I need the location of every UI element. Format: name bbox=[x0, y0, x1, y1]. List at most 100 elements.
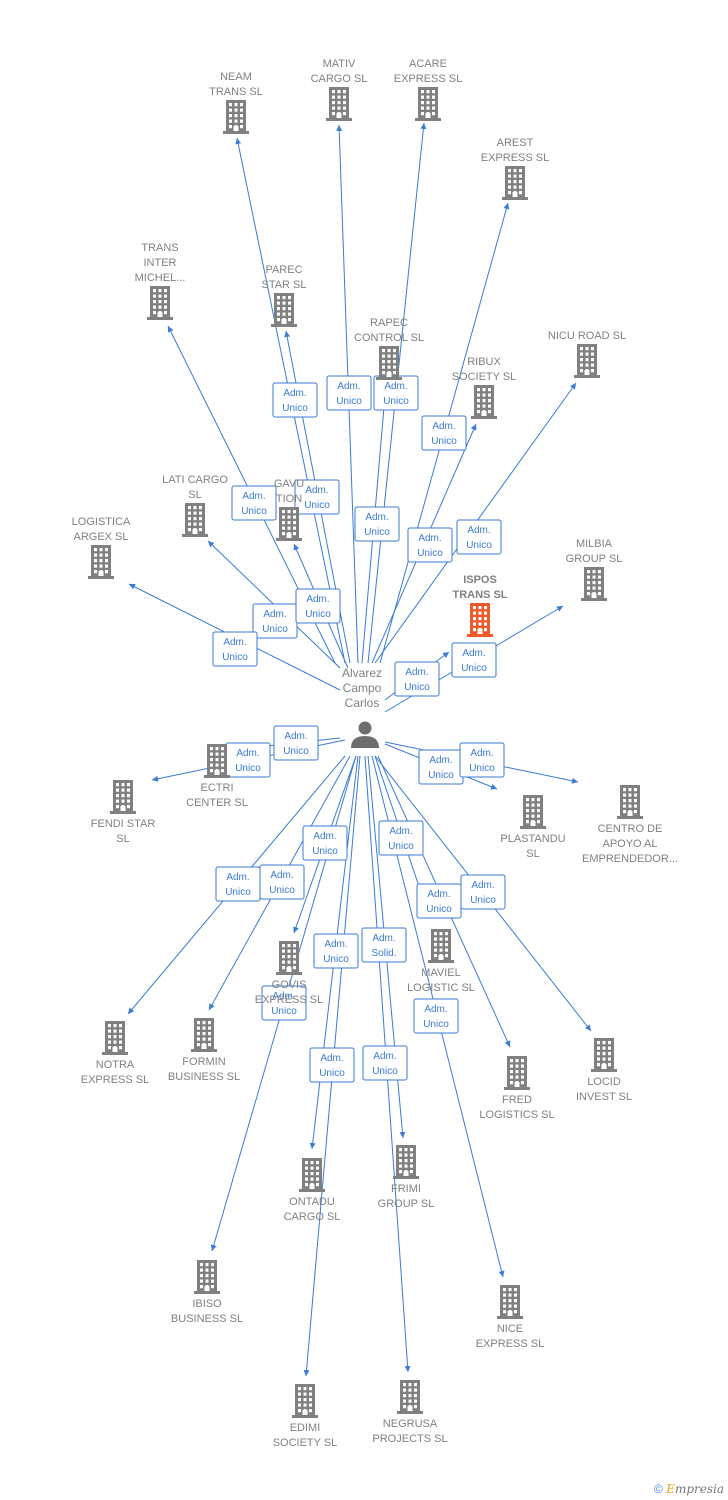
company-label: NEGRUSA bbox=[383, 1418, 438, 1430]
edges-layer bbox=[127, 122, 592, 1377]
building-icon bbox=[182, 503, 208, 537]
role-text: Adm. bbox=[471, 880, 494, 891]
role-text: Unico bbox=[372, 1066, 398, 1077]
role-text: Unico bbox=[404, 682, 430, 693]
role-badge-edimi[interactable]: Adm.Unico bbox=[309, 1047, 355, 1083]
building-icon bbox=[393, 1145, 419, 1179]
company-node-maviel[interactable]: MAVIEL LOGISTIC SL bbox=[407, 929, 475, 994]
role-box bbox=[272, 382, 318, 418]
company-label: EXPRESS SL bbox=[481, 152, 549, 164]
role-badge-arest[interactable]: Adm.Unico bbox=[421, 415, 467, 451]
role-badge-plastandu[interactable]: Adm.Unico bbox=[418, 749, 464, 785]
company-node-nicu[interactable]: NICU ROAD SL bbox=[548, 330, 626, 378]
role-badge-nicu[interactable]: Adm.Unico bbox=[456, 519, 502, 555]
role-badge-logistica[interactable]: Adm.Unico bbox=[212, 631, 258, 667]
role-text: Unico bbox=[466, 540, 492, 551]
building-icon bbox=[376, 346, 402, 380]
role-badge-trans_inter[interactable]: Adm.Unico bbox=[231, 485, 277, 521]
role-badge-locid[interactable]: Adm.Unico bbox=[460, 874, 506, 910]
role-text: Unico bbox=[469, 763, 495, 774]
role-text: Unico bbox=[336, 396, 362, 407]
brand-footer[interactable]: © Empresia bbox=[654, 1482, 724, 1496]
role-badge-govis[interactable]: Adm.Unico bbox=[302, 825, 348, 861]
role-badge-ontadu[interactable]: Adm.Unico bbox=[313, 933, 359, 969]
building-icon bbox=[276, 941, 302, 975]
role-badge-formin[interactable]: Adm.Unico bbox=[259, 864, 305, 900]
role-text: Unico bbox=[364, 527, 390, 538]
building-icon bbox=[397, 1380, 423, 1414]
role-text: Unico bbox=[225, 887, 251, 898]
roles-layer: Adm.UnicoAdm.UnicoAdm.UnicoAdm.UnicoAdm.… bbox=[212, 375, 506, 1083]
role-badge-parec[interactable]: Adm.Unico bbox=[294, 479, 340, 515]
role-badge-fred[interactable]: Adm.Unico bbox=[416, 883, 462, 919]
role-badge-centro[interactable]: Adm.Unico bbox=[459, 742, 505, 778]
company-label: MAVIEL bbox=[421, 967, 461, 979]
role-text: Adm. bbox=[429, 755, 452, 766]
building-icon bbox=[581, 567, 607, 601]
role-badge-ribux[interactable]: Adm.Unico bbox=[407, 527, 453, 563]
role-text: Adm. bbox=[427, 889, 450, 900]
person-icon bbox=[351, 721, 379, 748]
role-badge-gavu[interactable]: Adm.Unico bbox=[295, 588, 341, 624]
role-badge-frimi[interactable]: Adm.Solid. bbox=[361, 927, 407, 963]
role-badge-rapec[interactable]: Adm.Unico bbox=[354, 506, 400, 542]
company-node-trans_inter[interactable]: TRANSINTERMICHEL... bbox=[135, 242, 186, 320]
role-badge-milbia[interactable]: Adm.Unico bbox=[451, 642, 497, 678]
building-icon bbox=[467, 603, 493, 637]
company-label: FENDI STAR bbox=[91, 818, 156, 830]
role-badge-notra[interactable]: Adm.Unico bbox=[215, 866, 261, 902]
role-badge-fendi[interactable]: Adm.Unico bbox=[225, 742, 271, 778]
company-label: PLASTANDU bbox=[500, 833, 565, 845]
copyright-icon: © bbox=[653, 1482, 663, 1496]
building-icon bbox=[574, 344, 600, 378]
role-badge-negrusa[interactable]: Adm.Unico bbox=[362, 1045, 408, 1081]
company-label: LOCID bbox=[587, 1076, 621, 1088]
role-badge-neam[interactable]: Adm.Unico bbox=[272, 382, 318, 418]
company-label: MICHEL... bbox=[135, 272, 186, 284]
role-badge-lati[interactable]: Adm.Unico bbox=[252, 603, 298, 639]
role-text: Unico bbox=[262, 624, 288, 635]
company-label: BUSINESS SL bbox=[168, 1071, 240, 1083]
role-badge-ibiso[interactable]: Adm.Unico bbox=[261, 985, 307, 1021]
role-badge-maviel[interactable]: Adm.Unico bbox=[378, 820, 424, 856]
role-badge-ispos[interactable]: Adm.Unico bbox=[394, 661, 440, 697]
role-badge-nice[interactable]: Adm.Unico bbox=[413, 998, 459, 1034]
role-badge-ectri[interactable]: Adm.Unico bbox=[273, 725, 319, 761]
company-label: CONTROL SL bbox=[354, 332, 424, 344]
role-badge-mativ[interactable]: Adm.Unico bbox=[326, 375, 372, 411]
role-text: Adm. bbox=[313, 831, 336, 842]
company-label: LOGISTIC SL bbox=[407, 982, 475, 994]
role-box bbox=[421, 415, 467, 451]
role-badge-acare[interactable]: Adm.Unico bbox=[373, 375, 419, 411]
company-label: ACARE bbox=[409, 58, 447, 70]
company-label: IBISO bbox=[192, 1298, 222, 1310]
